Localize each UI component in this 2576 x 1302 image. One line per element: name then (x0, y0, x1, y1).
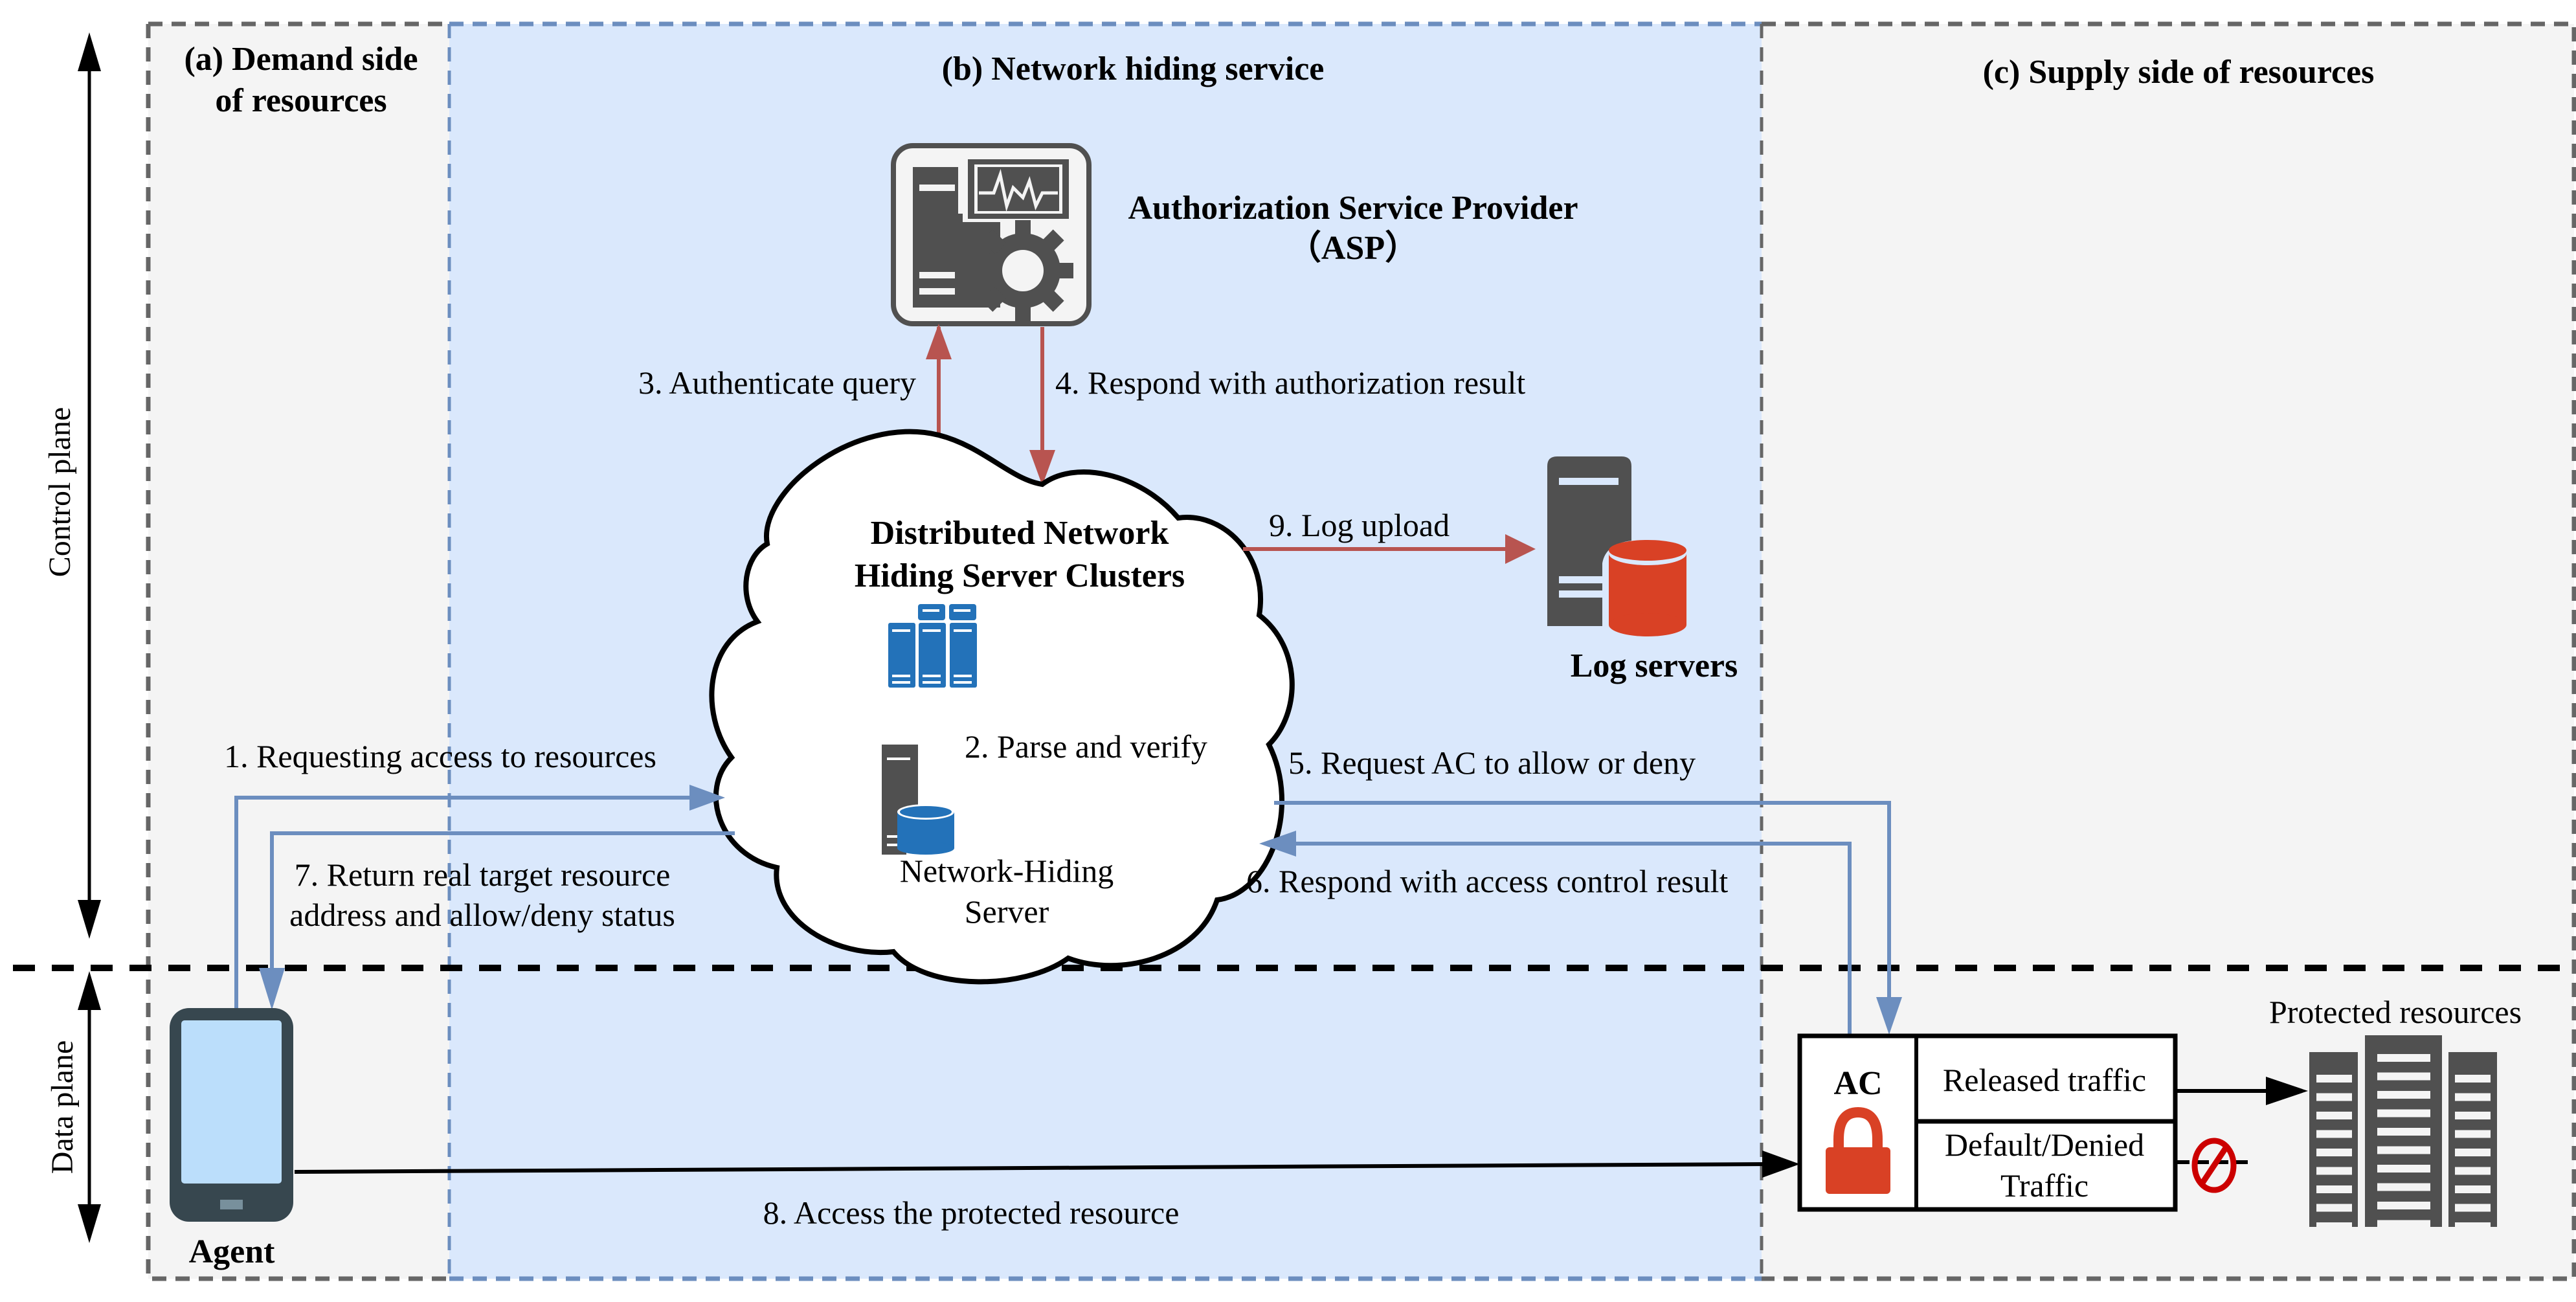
control-plane-label: Control plane (43, 407, 77, 578)
building-window (2316, 1167, 2352, 1175)
building-window (2455, 1075, 2491, 1083)
log-servers-label: Log servers (1571, 647, 1738, 684)
arrow-5-head (1876, 997, 1902, 1035)
step-2-label: 2. Parse and verify (965, 728, 1207, 765)
step-7-label-line1: 7. Return real target resource (295, 857, 671, 893)
building-windows (2316, 1054, 2491, 1230)
building-window (2455, 1112, 2491, 1119)
control-plane-arrow (78, 32, 101, 939)
step-6-label: 6. Respond with access control result (1246, 863, 1728, 899)
arrow-7-return-address (270, 831, 735, 971)
building-window (2377, 1091, 2430, 1099)
building-window (2316, 1222, 2352, 1230)
building-window (2377, 1109, 2430, 1117)
demand-title-line2: of resources (215, 82, 386, 119)
arrow-1-head (689, 785, 725, 811)
building-window (2377, 1072, 2430, 1081)
service-title: (b) Network hiding service (942, 51, 1325, 87)
step-5-label: 5. Request AC to allow or deny (1288, 745, 1696, 781)
building-window (2455, 1167, 2491, 1175)
building-window (2316, 1075, 2352, 1083)
arrow-9-head (1505, 534, 1536, 564)
ac-label: AC (1833, 1065, 1882, 1102)
arrow-8-head (1762, 1150, 1800, 1178)
building-window (2316, 1093, 2352, 1101)
cluster-label-line1: Distributed Network (871, 515, 1169, 552)
nh-server-label-line2: Server (965, 893, 1049, 930)
building-window (2316, 1204, 2352, 1212)
step-7-label-line2: address and allow/deny status (289, 897, 675, 933)
step-8-label: 8. Access the protected resource (763, 1195, 1180, 1231)
data-plane-arrow (78, 971, 101, 1243)
step-9-label: 9. Log upload (1269, 507, 1450, 543)
asp-server-gear-icon (891, 143, 1092, 326)
arrow-5-request-ac (1274, 801, 1891, 1000)
building-window (2455, 1093, 2491, 1101)
agent-phone-icon (170, 1008, 293, 1222)
server-cluster-icon (888, 604, 977, 688)
building-window (2377, 1220, 2430, 1228)
arrow-6-respond-ac-result (1288, 842, 1852, 1035)
building-window (2377, 1128, 2430, 1136)
building-window (2316, 1130, 2352, 1138)
building-window (2377, 1054, 2430, 1062)
building-window (2377, 1202, 2430, 1209)
demand-title-line1: (a) Demand side (184, 41, 418, 78)
cluster-label-line2: Hiding Server Clusters (855, 557, 1185, 594)
arrow-3-head (926, 324, 952, 359)
building-window (2455, 1185, 2491, 1193)
released-traffic-label: Released traffic (1943, 1062, 2146, 1098)
network-hiding-server-icon (882, 745, 954, 855)
building-window (2377, 1183, 2430, 1191)
server-cluster-cloud (709, 429, 1295, 985)
step-3-label: 3. Authenticate query (638, 365, 916, 401)
protected-resources-label: Protected resources (2269, 994, 2522, 1030)
building-window (2455, 1130, 2491, 1138)
released-traffic-arrow-head (2266, 1077, 2308, 1105)
asp-label-line1: Authorization Service Provider (1128, 190, 1578, 227)
denied-traffic-label-line2: Traffic (2000, 1167, 2089, 1204)
arrow-1-request-access (234, 796, 693, 1010)
nh-server-label-line1: Network-Hiding (900, 853, 1114, 889)
building-window (2377, 1146, 2430, 1154)
step-1-label: 1. Requesting access to resources (224, 738, 656, 774)
data-plane-label: Data plane (45, 1040, 80, 1174)
region-borders (146, 21, 2576, 1281)
denied-traffic-label-line1: Default/Denied (1945, 1127, 2144, 1163)
step-4-label: 4. Respond with authorization result (1055, 365, 1525, 401)
building-window (2316, 1149, 2352, 1156)
log-server-icon (1547, 456, 1686, 636)
deny-prohibited-icon (2191, 1138, 2237, 1193)
building-window (2316, 1112, 2352, 1119)
arrow-6-head (1259, 831, 1296, 857)
building-window (2316, 1185, 2352, 1193)
arrow-7-head (259, 968, 285, 1010)
agent-label: Agent (189, 1233, 276, 1270)
building-window (2455, 1222, 2491, 1230)
building-window (2377, 1165, 2430, 1173)
arrow-4-head (1029, 450, 1055, 486)
asp-label-line2: （ASP） (1288, 229, 1418, 267)
supply-title: (c) Supply side of resources (1983, 54, 2375, 91)
building-window (2455, 1149, 2491, 1156)
arrow-8-access-resource (294, 1162, 1768, 1174)
lock-icon (1826, 1106, 1890, 1194)
building-window (2455, 1204, 2491, 1212)
